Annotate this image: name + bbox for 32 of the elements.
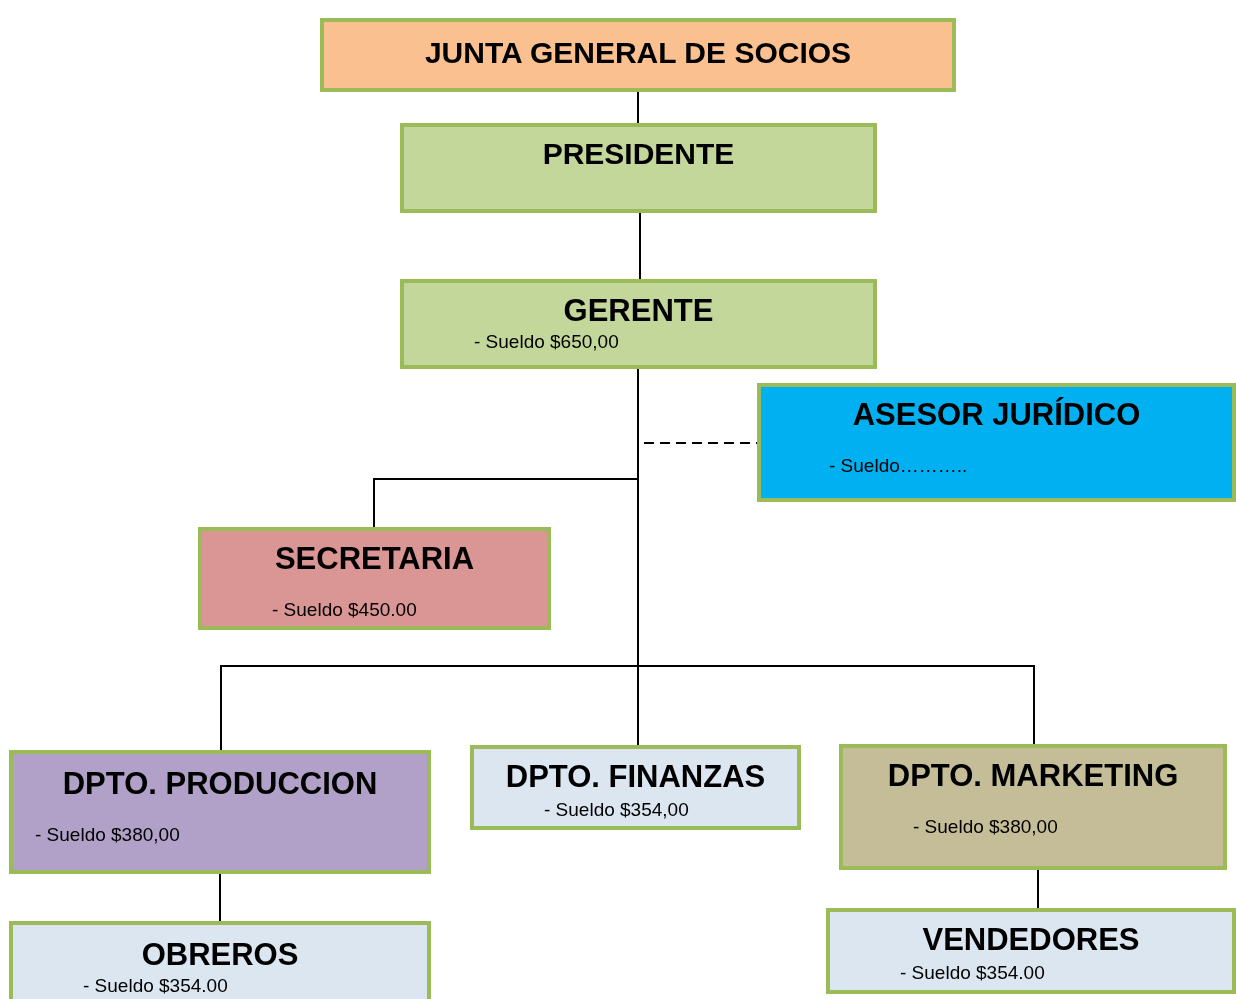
salary-text: - Sueldo $380,00 xyxy=(35,824,180,846)
salary-text: - Sueldo $354.00 xyxy=(83,975,228,997)
org-box xyxy=(839,744,1227,870)
connector xyxy=(637,91,639,124)
connector xyxy=(639,212,641,280)
org-box xyxy=(470,745,801,830)
org-box xyxy=(400,123,877,213)
role-title: DPTO. PRODUCCION xyxy=(61,766,379,802)
org-box xyxy=(757,383,1236,502)
salary-text: - Sueldo $354,00 xyxy=(544,799,689,821)
org-box xyxy=(400,279,877,369)
org-box xyxy=(198,527,551,630)
role-title: SECRETARIA xyxy=(273,541,476,577)
role-title: OBREROS xyxy=(140,937,300,973)
connector xyxy=(219,873,221,922)
salary-text: - Sueldo $450.00 xyxy=(272,599,417,621)
connector xyxy=(1037,869,1039,909)
salary-text: - Sueldo $380,00 xyxy=(913,816,1058,838)
salary-text: - Sueldo $354.00 xyxy=(900,962,1045,984)
org-box xyxy=(320,18,956,92)
org-box xyxy=(9,921,431,999)
role-title: PRESIDENTE xyxy=(541,137,736,171)
org-box xyxy=(9,750,431,874)
role-title: DPTO. FINANZAS xyxy=(504,759,767,795)
role-title: JUNTA GENERAL DE SOCIOS xyxy=(423,36,853,70)
salary-text: - Sueldo $650,00 xyxy=(474,331,619,353)
role-title: DPTO. MARKETING xyxy=(886,758,1180,794)
org-box xyxy=(826,908,1236,994)
role-title: VENDEDORES xyxy=(921,922,1141,958)
role-title: ASESOR JURÍDICO xyxy=(851,397,1142,433)
role-title: GERENTE xyxy=(562,293,715,329)
salary-text: - Sueldo……….. xyxy=(829,455,968,477)
